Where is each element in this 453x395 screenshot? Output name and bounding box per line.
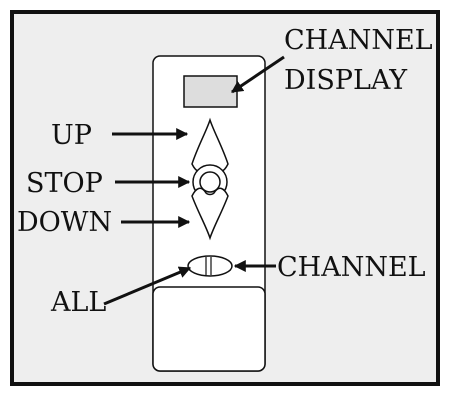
channel-label: CHANNEL bbox=[277, 252, 426, 283]
up-label: UP bbox=[51, 120, 92, 151]
channel-display-arrow bbox=[231, 55, 285, 94]
down-label: DOWN bbox=[17, 207, 112, 238]
lower-panel bbox=[152, 286, 266, 372]
channel-select-button[interactable] bbox=[187, 255, 233, 277]
down-button[interactable] bbox=[191, 187, 229, 241]
all-arrow bbox=[103, 266, 192, 306]
stop-button-inner bbox=[199, 171, 221, 193]
all-label: ALL bbox=[50, 287, 106, 318]
stop-label: STOP bbox=[26, 168, 103, 199]
channel-display-label-line1: CHANNEL bbox=[284, 25, 433, 56]
channel-display-window bbox=[183, 75, 238, 108]
channel-display-label-line2: DISPLAY bbox=[284, 65, 408, 96]
